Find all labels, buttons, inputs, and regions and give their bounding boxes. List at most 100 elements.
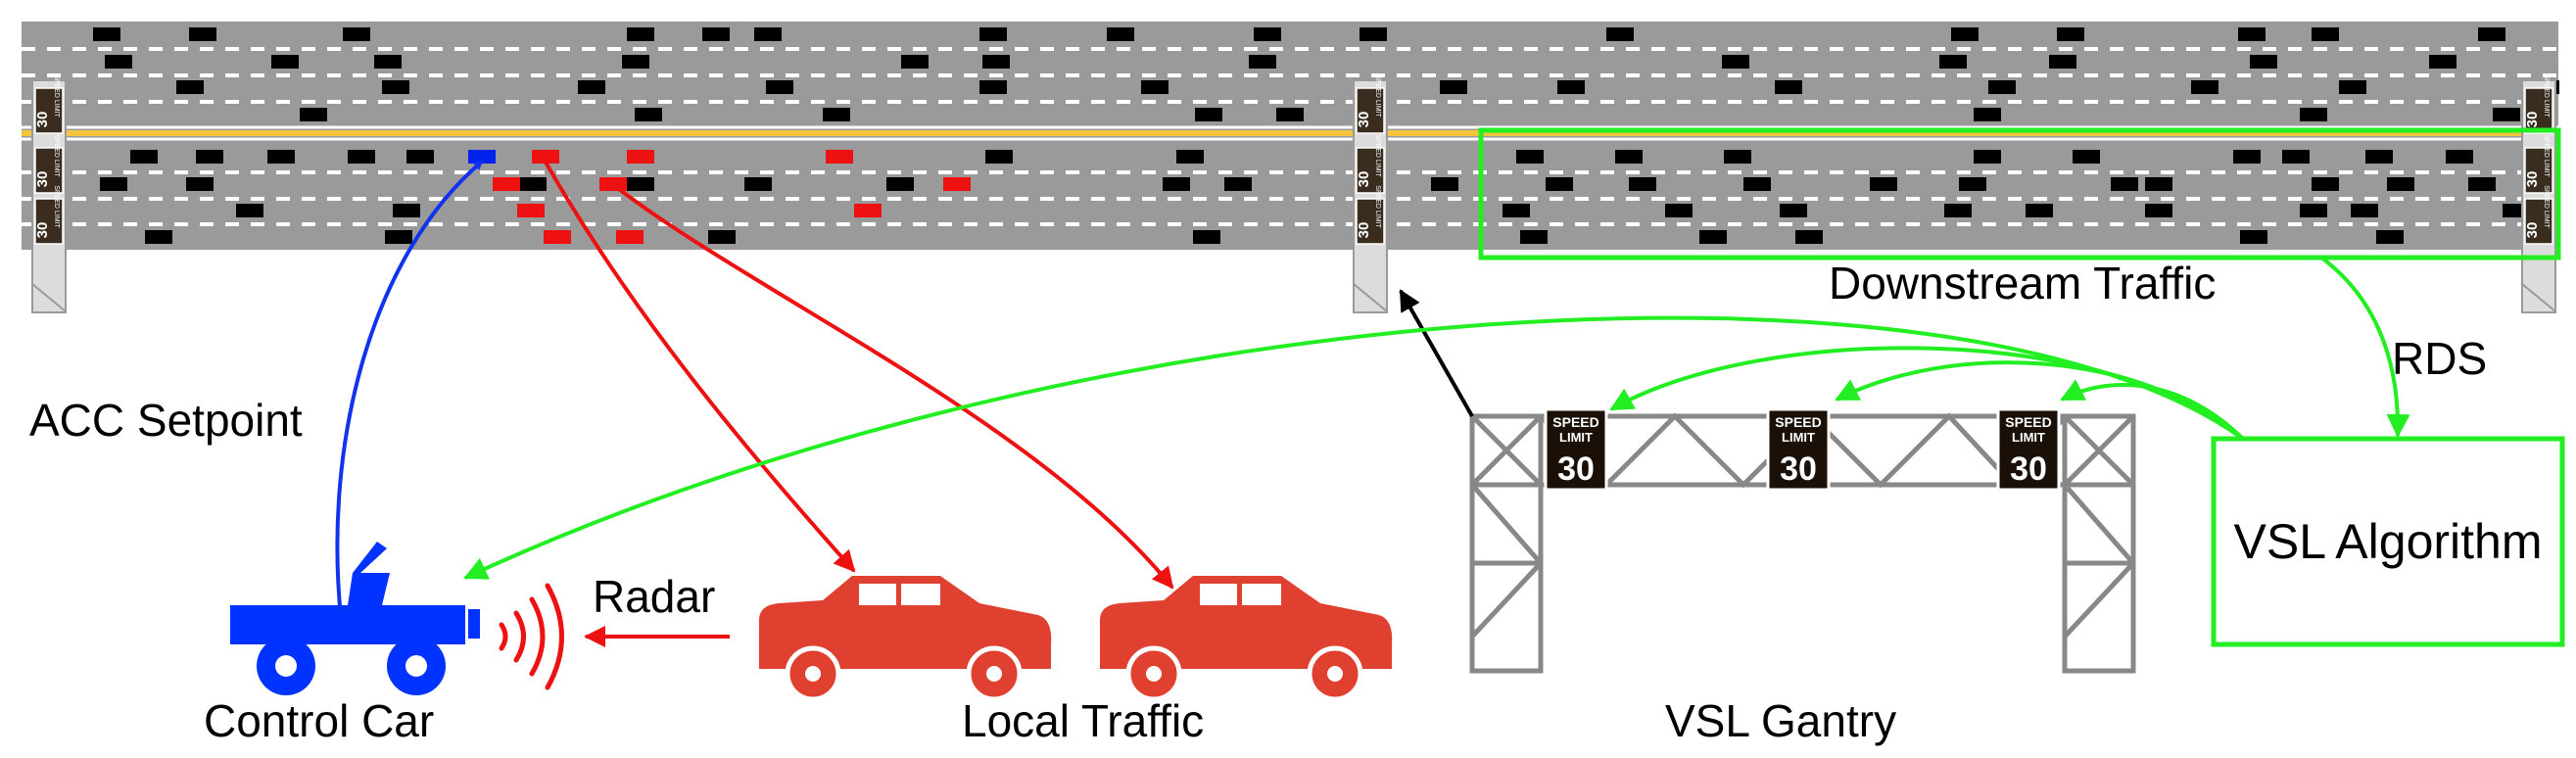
traffic-vehicle bbox=[2240, 230, 2267, 244]
traffic-vehicle bbox=[267, 150, 295, 164]
traffic-vehicle bbox=[1665, 204, 1693, 217]
traffic-vehicle bbox=[2111, 177, 2138, 191]
traffic-vehicle bbox=[196, 150, 223, 164]
traffic-vehicle bbox=[702, 27, 730, 41]
traffic-vehicle bbox=[901, 55, 929, 69]
local-traffic-arrow-2 bbox=[613, 184, 1174, 590]
local-traffic-vehicles bbox=[493, 150, 971, 244]
traffic-vehicle bbox=[1780, 204, 1807, 217]
local-traffic-vehicle bbox=[599, 177, 627, 191]
traffic-vehicle bbox=[1724, 150, 1751, 164]
local-traffic-car-icon bbox=[759, 576, 1052, 702]
traffic-vehicle bbox=[2250, 55, 2277, 69]
traffic-vehicle bbox=[1249, 55, 1276, 69]
local-traffic-car-icon bbox=[1100, 576, 1393, 702]
acc-setpoint-arrow bbox=[335, 160, 484, 618]
gantry-sign-top: SPEED bbox=[1552, 414, 1598, 430]
traffic-vehicle bbox=[1557, 80, 1585, 94]
roadside-sign-value: 30 bbox=[2524, 112, 2541, 128]
traffic-vehicle bbox=[1988, 80, 2016, 94]
vsl-algorithm-box bbox=[2211, 436, 2565, 647]
traffic-vehicle bbox=[2026, 204, 2053, 217]
gantry-sign-value: 30 bbox=[1780, 450, 1817, 488]
traffic-vehicle bbox=[1431, 177, 1458, 191]
roadside-sign-value: 30 bbox=[34, 222, 51, 239]
traffic-vehicle bbox=[1503, 204, 1530, 217]
traffic-vehicle bbox=[176, 80, 204, 94]
local-traffic-vehicle bbox=[826, 150, 853, 164]
traffic-vehicles bbox=[93, 27, 2559, 244]
gantry-sign-middle: LIMIT bbox=[1782, 430, 1815, 445]
roadside-sign-caption: SPEED LIMIT bbox=[1374, 74, 1381, 118]
traffic-vehicle bbox=[406, 150, 434, 164]
traffic-vehicle bbox=[145, 230, 172, 244]
traffic-vehicle bbox=[2145, 177, 2172, 191]
traffic-vehicle bbox=[985, 150, 1013, 164]
traffic-vehicle bbox=[979, 80, 1007, 94]
traffic-vehicle bbox=[1959, 177, 1986, 191]
traffic-vehicle bbox=[2057, 27, 2084, 41]
traffic-vehicle bbox=[1516, 150, 1544, 164]
traffic-vehicle bbox=[708, 230, 736, 244]
traffic-vehicle bbox=[1699, 230, 1727, 244]
traffic-vehicle bbox=[2233, 150, 2261, 164]
roadside-sign-value: 30 bbox=[34, 112, 51, 128]
traffic-vehicle bbox=[2049, 55, 2076, 69]
roadside-sign-value: 30 bbox=[2524, 171, 2541, 188]
gantry-sign-value: 30 bbox=[1557, 450, 1595, 488]
traffic-vehicle bbox=[2312, 27, 2339, 41]
gantry-sign-middle: LIMIT bbox=[2012, 430, 2045, 445]
traffic-vehicle bbox=[1520, 230, 1548, 244]
traffic-vehicle bbox=[622, 55, 649, 69]
radar-label: Radar bbox=[593, 571, 715, 622]
traffic-vehicle bbox=[2468, 177, 2496, 191]
traffic-vehicle bbox=[627, 177, 654, 191]
traffic-vehicle bbox=[2300, 108, 2327, 121]
traffic-vehicle bbox=[766, 80, 793, 94]
traffic-vehicle bbox=[271, 55, 299, 69]
traffic-vehicle bbox=[1615, 150, 1643, 164]
traffic-vehicle bbox=[744, 177, 772, 191]
local-traffic-vehicle bbox=[517, 204, 545, 217]
traffic-vehicle bbox=[393, 204, 420, 217]
traffic-vehicle bbox=[2365, 150, 2393, 164]
arrows bbox=[335, 158, 2410, 647]
control-car-icon bbox=[230, 542, 480, 695]
traffic-vehicle bbox=[823, 108, 850, 121]
traffic-vehicle bbox=[2387, 177, 2414, 191]
traffic-vehicle bbox=[2145, 204, 2172, 217]
traffic-vehicle bbox=[635, 108, 662, 121]
median bbox=[22, 125, 2558, 141]
traffic-vehicle bbox=[130, 150, 158, 164]
traffic-vehicle bbox=[2478, 27, 2505, 41]
traffic-vehicle bbox=[2339, 80, 2366, 94]
rds-label: RDS bbox=[2392, 333, 2487, 384]
traffic-vehicle bbox=[519, 177, 547, 191]
traffic-vehicle bbox=[1546, 177, 1573, 191]
downstream-traffic-box bbox=[1478, 127, 2561, 261]
traffic-vehicle bbox=[1163, 177, 1190, 191]
traffic-vehicle bbox=[385, 230, 412, 244]
acc-setpoint-label: ACC Setpoint bbox=[29, 395, 303, 446]
traffic-vehicle bbox=[1722, 55, 1749, 69]
lane-markings bbox=[22, 47, 2558, 226]
algorithm-to-sign-1-arrow bbox=[1609, 346, 2245, 441]
local-traffic-vehicle bbox=[616, 230, 644, 244]
local-traffic-vehicle bbox=[493, 177, 520, 191]
traffic-vehicle bbox=[627, 27, 654, 41]
control-car-label: Control Car bbox=[204, 695, 434, 746]
traffic-vehicle bbox=[1951, 27, 1979, 41]
algorithm-to-control-car-arrow bbox=[463, 315, 2245, 580]
